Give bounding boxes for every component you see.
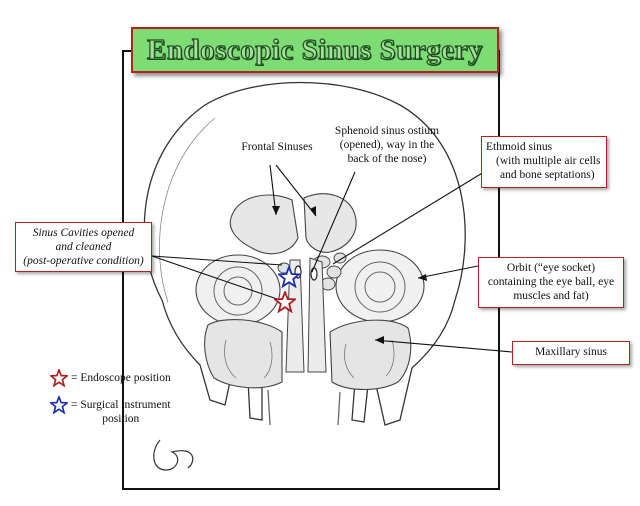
label-maxillary-sinus: Maxillary sinus	[512, 341, 630, 365]
label-ethmoid-line-2: (with multiple air cells	[496, 155, 601, 167]
label-orbit: Orbit (“eye socket) containing the eye b…	[478, 257, 624, 308]
label-cavities-line-3: (post-operative condition)	[23, 255, 144, 267]
diagram-title: Endoscopic Sinus Surgery	[146, 33, 483, 66]
legend-endoscope: = Endoscope position	[50, 369, 171, 387]
label-ethmoid-sinus: Ethmoid sinus (with multiple air cells a…	[481, 136, 607, 188]
legend-instrument-line-2: position	[102, 413, 140, 425]
label-sphenoid-ostium: Sphenoid sinus ostium (opened), way in t…	[322, 124, 452, 166]
label-orbit-line-2: containing the eye ball, eye	[487, 276, 615, 288]
legend-endoscope-text: = Endoscope position	[71, 372, 171, 384]
title-banner: Endoscopic Sinus Surgery	[131, 27, 499, 73]
label-cavities-line-2: and cleaned	[55, 241, 112, 253]
legend-instrument-line-1: = Surgical instrument	[71, 399, 171, 411]
label-orbit-line-1: Orbit (“eye socket)	[506, 262, 596, 274]
instrument-position-star-icon	[278, 266, 300, 288]
label-sinus-cavities: Sinus Cavities opened and cleaned (post-…	[15, 222, 152, 272]
label-ethmoid-line-1: Ethmoid sinus	[486, 141, 553, 153]
label-maxillary-text: Maxillary sinus	[535, 346, 607, 358]
label-frontal-sinuses: Frontal Sinuses	[222, 140, 332, 154]
label-frontal-sinuses-text: Frontal Sinuses	[241, 141, 313, 153]
label-orbit-line-3: muscles and fat)	[513, 290, 589, 302]
label-cavities-line-1: Sinus Cavities opened	[32, 227, 135, 239]
legend-blue-star-icon	[50, 396, 68, 414]
label-sphenoid-line-1: Sphenoid sinus ostium	[334, 125, 440, 137]
label-sphenoid-line-2: (opened), way in the	[339, 139, 435, 151]
legend-instrument: = Surgical instrument position	[50, 396, 171, 426]
endoscope-position-star-icon	[274, 291, 296, 313]
legend-red-star-icon	[50, 369, 68, 387]
label-sphenoid-line-3: back of the nose)	[347, 153, 427, 165]
label-ethmoid-line-3: and bone septations)	[500, 169, 595, 181]
